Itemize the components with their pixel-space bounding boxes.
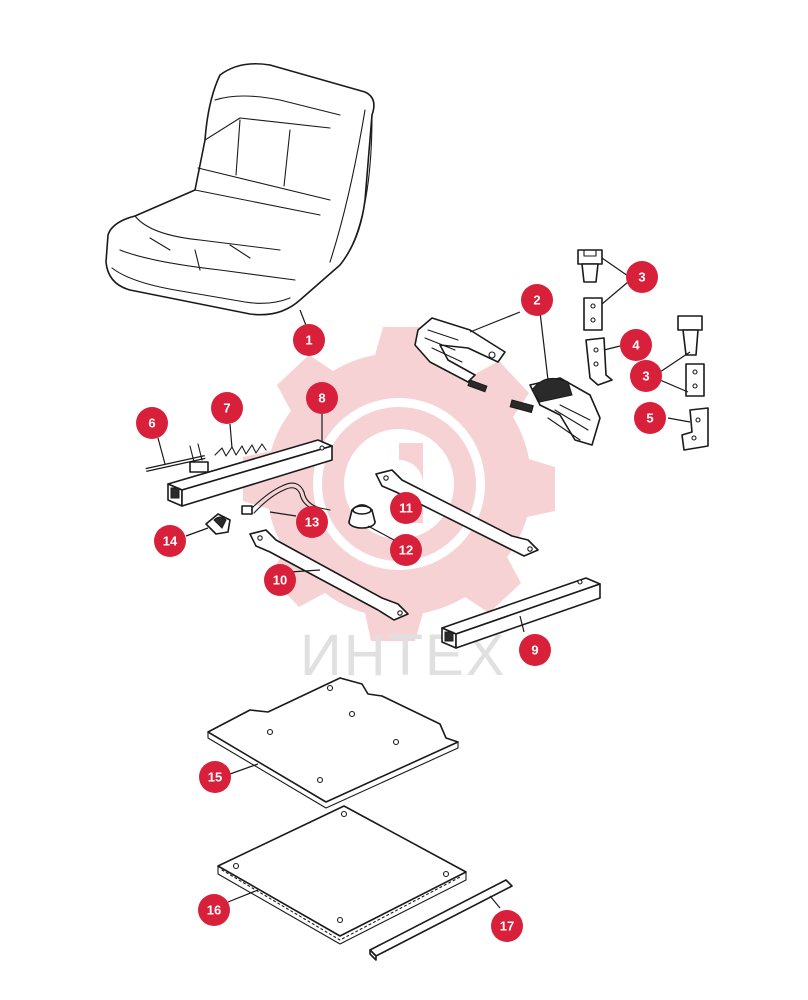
callout-circle (491, 910, 523, 942)
slide-rail-right (441, 577, 601, 649)
callout-circle (296, 506, 328, 538)
callout-label: 8 (318, 391, 325, 406)
mounting-panel (217, 805, 467, 945)
callout-1: 1 (293, 324, 325, 356)
callout-label: 6 (148, 416, 155, 431)
base-plate (207, 677, 459, 809)
callout-circle (634, 402, 666, 434)
release-rod (145, 443, 206, 472)
callout-11: 11 (390, 492, 422, 524)
callout-7: 7 (211, 392, 243, 424)
callout-circle (264, 564, 296, 596)
callout-8: 8 (306, 382, 338, 414)
callout-12: 12 (390, 534, 422, 566)
callout-circle (211, 392, 243, 424)
slide-rail-left (167, 439, 333, 507)
callout-3: 3 (626, 261, 658, 293)
callout-circle (626, 261, 658, 293)
callout-label: 16 (207, 903, 221, 918)
callout-14: 14 (154, 525, 186, 557)
callout-label: 1 (305, 333, 312, 348)
mounting-plate-lower (685, 363, 705, 397)
callout-label: 4 (632, 338, 640, 353)
leader-lines (157, 257, 691, 909)
mounting-pin-lower (677, 315, 703, 356)
callout-13: 13 (296, 506, 328, 538)
callout-4: 4 (620, 329, 652, 361)
callout-17: 17 (491, 910, 523, 942)
callout-circle (519, 634, 551, 666)
seat-cushion (105, 62, 375, 316)
callout-6: 6 (136, 407, 168, 439)
callout-label: 9 (531, 643, 538, 658)
link-bar-10 (249, 529, 409, 621)
callout-label: 2 (533, 293, 540, 308)
release-cable (241, 482, 331, 515)
callout-5: 5 (634, 402, 666, 434)
callout-circle (136, 407, 168, 439)
callout-9: 9 (519, 634, 551, 666)
callout-circle (154, 525, 186, 557)
callout-circle (293, 324, 325, 356)
link-bar-11 (375, 469, 539, 557)
mounting-plate-4 (585, 337, 613, 386)
callout-label: 10 (273, 573, 287, 588)
callout-circle (390, 534, 422, 566)
mounting-plate-5 (681, 407, 709, 451)
callout-label: 5 (646, 411, 653, 426)
callout-15: 15 (199, 761, 231, 793)
callout-circle (306, 382, 338, 414)
callout-10: 10 (264, 564, 296, 596)
armrest-bracket-right (509, 377, 601, 446)
tension-spring (214, 443, 267, 457)
callout-circle (199, 761, 231, 793)
callout-label: 11 (399, 501, 413, 516)
adjust-knob (348, 504, 376, 529)
callout-circle (521, 284, 553, 316)
callout-label: 12 (399, 543, 413, 558)
mounting-plate-upper (583, 297, 603, 331)
mounting-pin-upper (577, 249, 603, 283)
callout-circle (390, 492, 422, 524)
callout-circle (198, 894, 230, 926)
callout-label: 7 (223, 401, 230, 416)
callout-circle (620, 329, 652, 361)
trim-strip (369, 879, 513, 961)
callout-3: 3 (630, 360, 662, 392)
callout-label: 14 (163, 534, 178, 549)
callout-label: 3 (642, 369, 649, 384)
callout-label: 17 (500, 919, 514, 934)
callout-label: 13 (305, 515, 319, 530)
armrest-bracket-left (414, 317, 506, 393)
callout-circle (630, 360, 662, 392)
cable-clip (205, 513, 231, 535)
callout-16: 16 (198, 894, 230, 926)
callout-2: 2 (521, 284, 553, 316)
callout-label: 15 (208, 770, 222, 785)
callout-label: 3 (638, 270, 645, 285)
